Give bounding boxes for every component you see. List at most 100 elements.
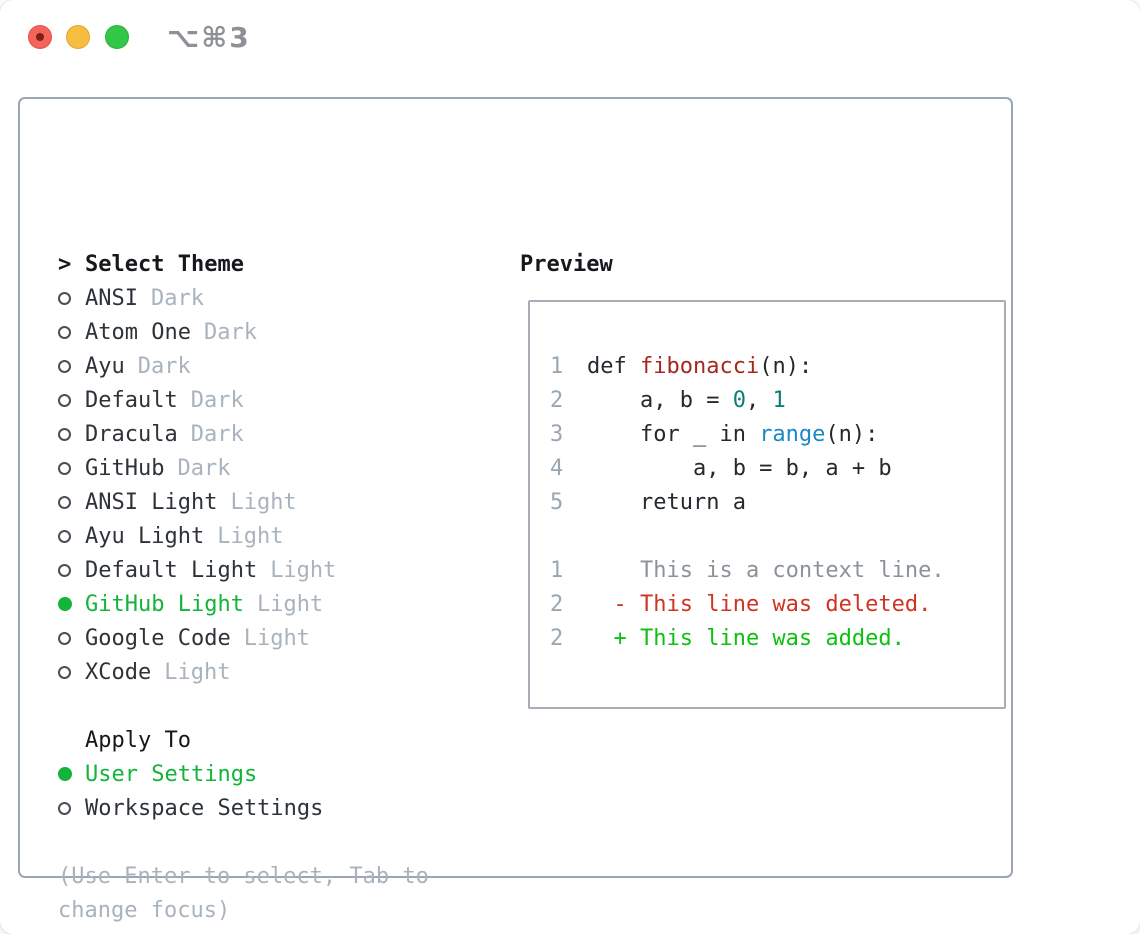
close-button[interactable] xyxy=(28,25,52,49)
radio-icon xyxy=(58,291,71,305)
theme-variant-label: Light xyxy=(217,523,284,549)
apply-to-option[interactable]: Workspace Settings xyxy=(58,791,429,825)
code-span: This is a context line. xyxy=(587,557,945,583)
radio-icon xyxy=(58,665,71,679)
theme-name: ANSI xyxy=(85,285,138,311)
code-text: + This line was added. xyxy=(587,625,905,651)
theme-option[interactable]: Ayu Light Light xyxy=(58,519,429,553)
theme-name: Default xyxy=(85,387,178,413)
theme-name: Dracula xyxy=(85,421,178,447)
theme-option[interactable]: Atom One Dark xyxy=(58,315,429,349)
theme-name: GitHub Light xyxy=(85,591,244,617)
preview-line: 2 - This line was deleted. xyxy=(550,587,945,621)
apply-to-option-label: User Settings xyxy=(85,761,258,787)
apply-to-option[interactable]: User Settings xyxy=(58,757,429,791)
code-span: for _ in xyxy=(587,421,760,447)
radio-icon xyxy=(58,461,71,475)
code-span: a, b = xyxy=(587,387,733,413)
code-span: def xyxy=(587,353,640,379)
radio-icon xyxy=(58,495,71,509)
theme-variant-label: Dark xyxy=(137,353,191,379)
radio-marker xyxy=(58,665,85,679)
theme-variant-label: Light xyxy=(164,659,231,685)
window-title: ⌥⌘3 xyxy=(167,21,251,54)
preview-line: 4 a, b = b, a + b xyxy=(550,451,945,485)
code-text: a, b = b, a + b xyxy=(587,456,892,481)
radio-marker xyxy=(58,767,85,781)
line-number: 2 xyxy=(550,625,564,651)
radio-marker xyxy=(58,291,85,305)
radio-icon xyxy=(58,801,71,815)
theme-name: Google Code xyxy=(85,625,231,651)
radio-marker xyxy=(58,495,85,509)
line-number: 2 xyxy=(550,591,564,617)
theme-option[interactable]: XCode Light xyxy=(58,655,429,689)
radio-marker xyxy=(58,359,85,373)
radio-icon xyxy=(58,325,71,339)
theme-variant-label: Light xyxy=(230,489,297,515)
theme-variant-label: Dark xyxy=(190,421,244,447)
focus-caret-icon: > xyxy=(58,251,72,277)
apply-to-header: Apply To xyxy=(58,723,429,757)
select-theme-header: >Select Theme xyxy=(58,247,429,281)
apply-to-option-label: Workspace Settings xyxy=(85,795,324,821)
theme-name: Ayu Light xyxy=(85,523,205,549)
theme-name: XCode xyxy=(85,659,152,685)
code-span: fibonacci xyxy=(639,353,760,379)
theme-option[interactable]: Default Light Light xyxy=(58,553,429,587)
code-span: a, b = b, a + b xyxy=(587,455,892,481)
theme-option[interactable]: Google Code Light xyxy=(58,621,429,655)
code-span: 0 xyxy=(732,387,746,413)
code-text: def fibonacci(n): xyxy=(587,354,812,379)
hint-line-1: (Use Enter to select, Tab to xyxy=(58,863,429,889)
theme-variant-label: Dark xyxy=(177,455,231,481)
radio-marker xyxy=(58,427,85,441)
theme-variant-label: Light xyxy=(243,625,310,651)
code-text: return a xyxy=(587,490,746,515)
line-number: 1 xyxy=(550,353,564,379)
theme-option[interactable]: ANSI Dark xyxy=(58,281,429,315)
radio-icon xyxy=(58,529,71,543)
code-span: + This line was added. xyxy=(587,625,905,651)
theme-name: Atom One xyxy=(85,319,191,345)
minimize-button[interactable] xyxy=(66,25,90,49)
code-span: 1 xyxy=(772,387,786,413)
radio-icon xyxy=(58,563,71,577)
radio-icon xyxy=(58,631,71,645)
preview-label: Preview xyxy=(520,251,613,277)
code-span: - This line was deleted. xyxy=(587,591,932,617)
radio-marker xyxy=(58,325,85,339)
theme-variant-label: Light xyxy=(256,591,324,617)
radio-marker xyxy=(58,461,85,475)
preview-line: 2 + This line was added. xyxy=(550,621,945,655)
line-number: 1 xyxy=(550,557,564,583)
line-number: 3 xyxy=(550,421,564,447)
radio-selected-icon xyxy=(58,767,72,781)
radio-icon xyxy=(58,427,71,441)
unsaved-indicator-icon xyxy=(36,33,44,41)
radio-selected-icon xyxy=(58,597,72,611)
spacer xyxy=(58,825,429,859)
theme-variant-label: Dark xyxy=(150,285,204,311)
radio-marker xyxy=(58,529,85,543)
theme-option[interactable]: GitHub Light Light xyxy=(58,587,429,621)
radio-icon xyxy=(58,393,71,407)
zoom-button[interactable] xyxy=(105,25,129,49)
code-span: range xyxy=(759,421,826,447)
code-text: This is a context line. xyxy=(587,558,945,583)
theme-option[interactable]: Dracula Dark xyxy=(58,417,429,451)
theme-name: Default Light xyxy=(85,557,258,583)
theme-variant-label: Dark xyxy=(203,319,257,345)
theme-variant-label: Light xyxy=(270,557,337,583)
line-number: 5 xyxy=(550,489,564,515)
radio-marker xyxy=(58,597,85,611)
spacer xyxy=(58,689,429,723)
